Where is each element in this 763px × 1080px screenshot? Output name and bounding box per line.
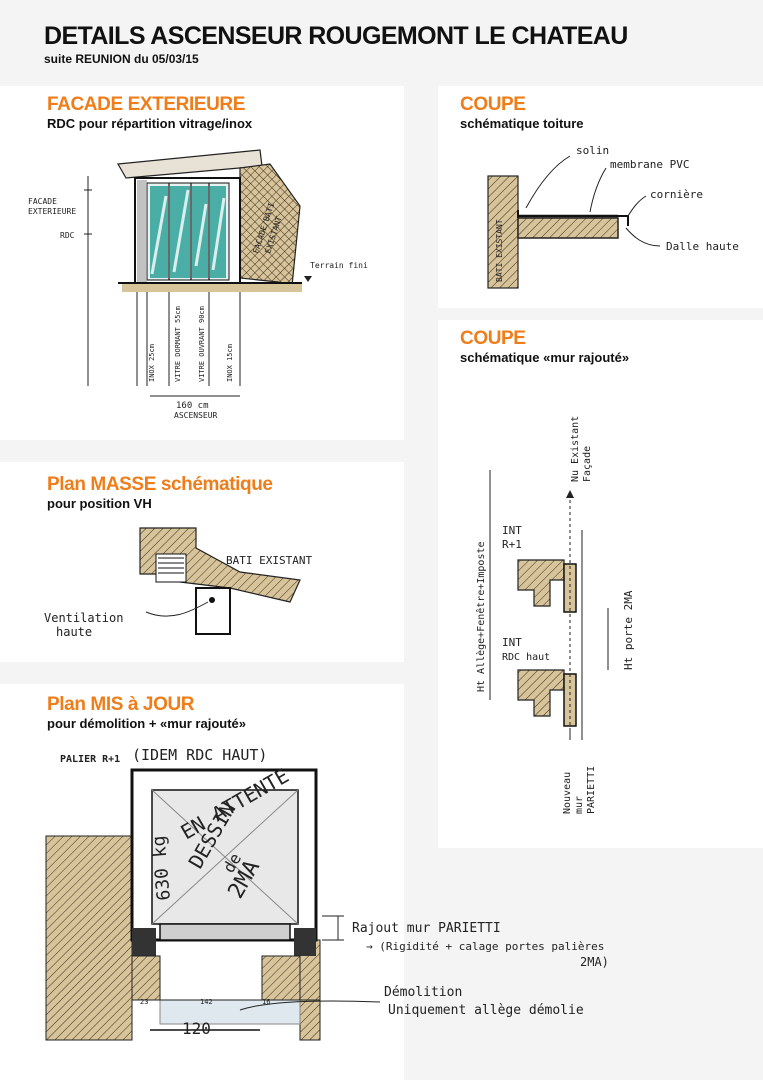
nu-existant-label: Nu Existant [570, 416, 581, 482]
coupe-mur-subtitle: schématique «mur rajouté» [460, 350, 630, 365]
nouveau-mur-label-2: mur [574, 796, 585, 814]
int-rdc-label: INT [502, 636, 522, 649]
bati-label-toiture: BATI EXISTANT [495, 219, 504, 282]
plan-masse-panel: Plan MASSE schématique pour position VH … [0, 462, 404, 662]
int-rdc-label-2: RDC haut [502, 652, 550, 663]
corniere-label: cornière [650, 188, 703, 201]
rigidite-label-2: 2MA) [580, 955, 609, 969]
facade-title: FACADE EXTERIEURE [47, 94, 246, 115]
ventilation-label-2: haute [56, 625, 92, 639]
int-r1-label: INT [502, 524, 522, 537]
page-title: DETAILS ASCENSEUR ROUGEMONT LE CHATEAU [44, 22, 628, 50]
coupe-toiture-panel: COUPE schématique toiture BATI EXISTANT … [438, 86, 763, 308]
plan-masse-drawing: BATI EXISTANT Ventilation haute [44, 527, 312, 639]
solin-label: solin [576, 144, 609, 157]
plan-jour-title: Plan MIS à JOUR [47, 694, 195, 715]
facade-panel: FACADE EXTERIEURE RDC pour répartition v… [0, 86, 404, 440]
bati-masse-label: BATI EXISTANT [226, 554, 312, 567]
inox-right-label: INOX 15cm [226, 344, 234, 382]
ht-allege-label: Ht Allège+Fenêtre+Imposte [475, 541, 487, 692]
coupe-toiture-subtitle: schématique toiture [460, 116, 584, 131]
vitre-dormant-label: VITRE DORMANT 55cm [174, 306, 182, 382]
plan-masse-title: Plan MASSE schématique [47, 474, 273, 495]
nouveau-mur-label: Nouveau [562, 772, 573, 814]
width-label: 160 cm [176, 401, 209, 411]
dalle-label: Dalle haute [666, 240, 739, 253]
coupe-toiture-drawing: BATI EXISTANT solin membrane PVC cornièr… [487, 144, 739, 289]
plan-jour-subtitle: pour démolition + «mur rajouté» [47, 716, 246, 731]
dim-23: 23 [140, 998, 148, 1006]
nouveau-mur-label-3: PARIETTI [586, 766, 597, 814]
ventilation-label: Ventilation [44, 611, 123, 625]
demolition-label: Démolition [384, 985, 462, 1000]
ht-porte-label: Ht porte 2MA [622, 590, 635, 670]
uniquement-label: Uniquement allège démolie [388, 1003, 584, 1018]
nu-existant-label-2: Façade [582, 446, 593, 482]
coupe-mur-panel: COUPE schématique «mur rajouté» Nu Exist… [438, 320, 763, 848]
facade-ext-label: FACADE [28, 197, 57, 206]
coupe-toiture-title: COUPE [460, 94, 526, 115]
idem-label: (IDEM RDC HAUT) [132, 746, 267, 764]
int-r1-label-2: R+1 [502, 538, 522, 551]
rdc-label: RDC [60, 231, 75, 240]
ascenseur-label: ASCENSEUR [174, 411, 218, 420]
dim-16: 16 [262, 998, 270, 1006]
coupe-mur-title: COUPE [460, 328, 526, 349]
membrane-label: membrane PVC [610, 158, 689, 171]
facade-subtitle: RDC pour répartition vitrage/inox [47, 116, 253, 131]
vitre-ouvrant-label: VITRE OUVRANT 90cm [198, 306, 206, 382]
rigidite-label: → (Rigidité + calage portes palières [366, 940, 604, 953]
coupe-mur-drawing: Nu Existant Façade Ht Allège+Fenêtre+Imp… [475, 416, 635, 814]
inox-left-label: INOX 25cm [148, 344, 156, 382]
terrain-fini-label: Terrain fini [310, 261, 368, 270]
plan-masse-subtitle: pour position VH [47, 496, 152, 511]
facade-ext-label-2: EXTERIEURE [28, 207, 76, 216]
dim-120: 120 [182, 1019, 211, 1038]
page-subtitle: suite REUNION du 05/03/15 [44, 52, 199, 66]
facade-drawing: FACADE EXTERIEURE RDC FACADE/BATI EXISTA… [28, 149, 368, 420]
rajout-label: Rajout mur PARIETTI [352, 921, 501, 936]
dim-142: 142 [200, 998, 213, 1006]
palier-label: PALIER R+1 [60, 754, 120, 765]
plan-jour-drawing: EN ATTENTE DESSIN de 2MA 630 kg PALIER R… [45, 746, 609, 1041]
